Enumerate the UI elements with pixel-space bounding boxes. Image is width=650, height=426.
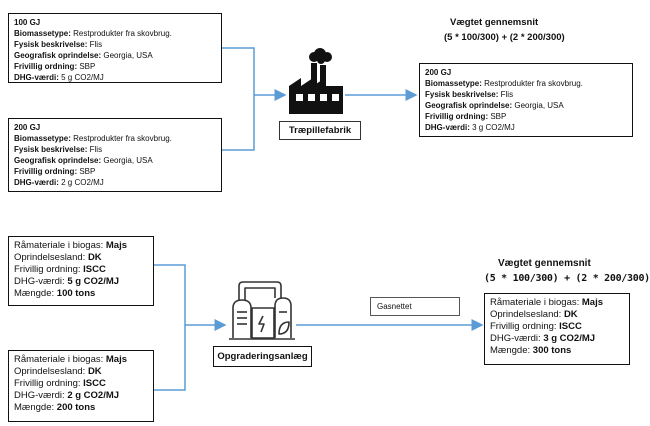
bottom-source-box-1: Råmateriale i biogas: Majs Oprindelsesla… <box>8 236 154 306</box>
top-weighted-title: Vægtet gennemsnit <box>450 17 539 28</box>
row-physical-description: Fysisk beskrivelse: Flis <box>14 40 103 49</box>
row-scheme: Frivillig ordning: ISCC <box>490 321 582 332</box>
grid-label: Gasnettet <box>370 297 460 316</box>
row-quantity: Mængde: 100 tons <box>14 288 96 299</box>
bottom-connector-2 <box>154 325 186 391</box>
row-origin: Geografisk oprindelse: Georgia, USA <box>14 156 153 165</box>
row-scheme: Frivillig ordning: ISCC <box>14 264 106 275</box>
row-scheme: Frivillig ordning: SBP <box>14 167 96 176</box>
row-country: Oprindelsesland: DK <box>490 309 578 320</box>
row-origin: Geografisk oprindelse: Georgia, USA <box>14 51 153 60</box>
bottom-connector-1 <box>154 264 186 325</box>
amount: 200 GJ <box>14 123 41 132</box>
top-connector-1 <box>222 47 255 95</box>
row-scheme: Frivillig ordning: ISCC <box>14 378 106 389</box>
top-weighted-formula: (5 * 100/300) + (2 * 200/300) <box>444 32 565 43</box>
bottom-weighted-title: Vægtet gennemsnit <box>498 258 591 269</box>
row-biomass-type: Biomassetype: Restprodukter fra skovbrug… <box>425 79 583 88</box>
factory-icon <box>289 48 343 114</box>
row-origin: Geografisk oprindelse: Georgia, USA <box>425 101 564 110</box>
bottom-facility-label: Opgraderingsanlæg <box>213 346 312 367</box>
row-feedstock: Råmateriale i biogas: Majs <box>490 297 604 308</box>
row-quantity: Mængde: 200 tons <box>14 402 96 413</box>
bottom-weighted-formula: (5 * 100/300) + (2 * 200/300) <box>484 273 650 284</box>
row-biomass-type: Biomassetype: Restprodukter fra skovbrug… <box>14 29 172 38</box>
bottom-source-box-2: Råmateriale i biogas: Majs Oprindelsesla… <box>8 350 154 422</box>
row-ghg-value: DHG-værdi: 5 g CO2/MJ <box>14 73 104 82</box>
row-scheme: Frivillig ordning: SBP <box>425 112 507 121</box>
row-ghg-value: DHG-værdi: 2 g CO2/MJ <box>14 178 104 187</box>
row-ghg-value: DHG-værdi: 2 g CO2/MJ <box>14 390 120 401</box>
row-country: Oprindelsesland: DK <box>14 252 102 263</box>
row-ghg-value: DHG-værdi: 3 g CO2/MJ <box>490 333 596 344</box>
row-quantity: Mængde: 300 tons <box>490 345 572 356</box>
row-biomass-type: Biomassetype: Restprodukter fra skovbrug… <box>14 134 172 143</box>
top-facility-label: Træpillefabrik <box>279 121 361 140</box>
row-feedstock: Råmateriale i biogas: Majs <box>14 240 128 251</box>
row-scheme: Frivillig ordning: SBP <box>14 62 96 71</box>
top-result-box: 200 GJ Biomassetype: Restprodukter fra s… <box>419 63 633 137</box>
biogas-upgrading-plant-icon <box>229 281 295 340</box>
amount: 100 GJ <box>14 18 41 27</box>
row-feedstock: Råmateriale i biogas: Majs <box>14 354 128 365</box>
row-ghg-value: DHG-værdi: 5 g CO2/MJ <box>14 276 120 287</box>
row-ghg-value: DHG-værdi: 3 g CO2/MJ <box>425 123 515 132</box>
top-source-box-1: 100 GJ Biomassetype: Restprodukter fra s… <box>8 13 222 83</box>
row-country: Oprindelsesland: DK <box>14 366 102 377</box>
amount: 200 GJ <box>425 68 452 77</box>
row-physical-description: Fysisk beskrivelse: Flis <box>425 90 514 99</box>
bottom-result-box: Råmateriale i biogas: Majs Oprindelsesla… <box>484 293 630 365</box>
top-source-box-2: 200 GJ Biomassetype: Restprodukter fra s… <box>8 118 222 192</box>
row-physical-description: Fysisk beskrivelse: Flis <box>14 145 103 154</box>
top-connector-2 <box>222 95 255 151</box>
